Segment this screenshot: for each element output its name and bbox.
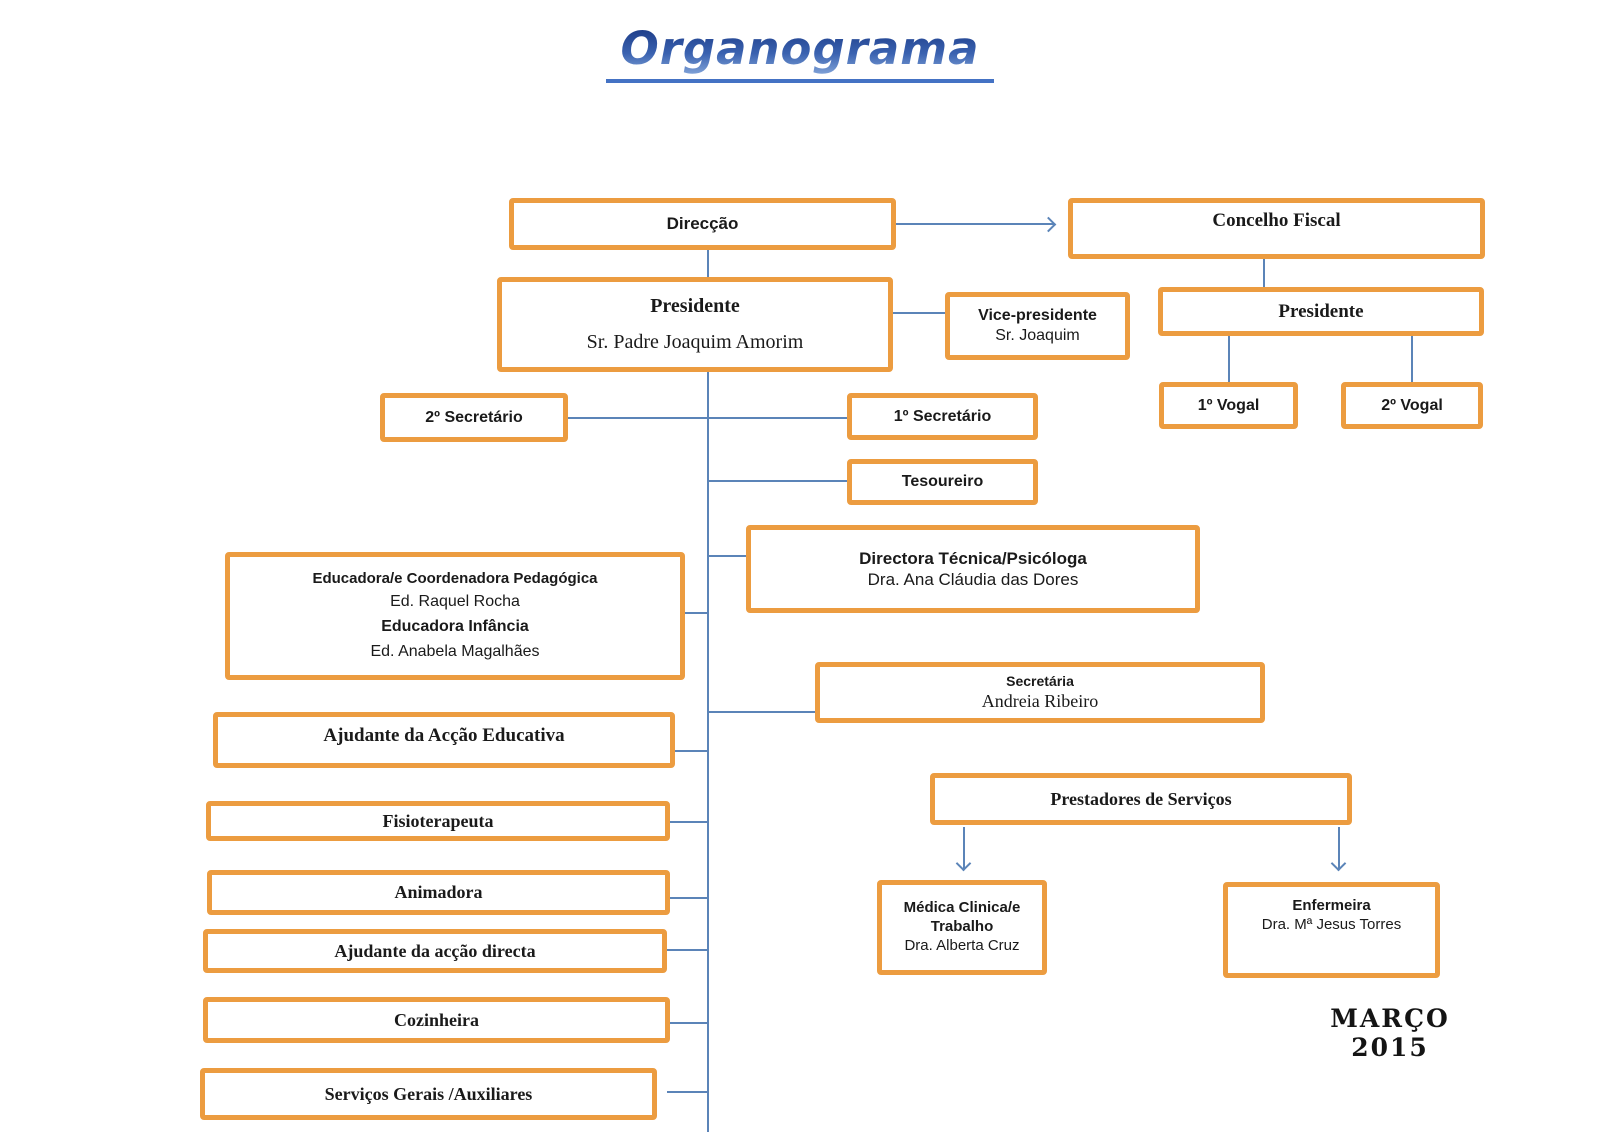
connector-secretaria — [707, 711, 816, 713]
box-label: Fisioterapeuta — [382, 810, 494, 831]
box-label-line-2: Trabalho — [930, 918, 994, 936]
arrowhead-down-left-icon — [955, 855, 972, 872]
box-label: Presidente — [650, 294, 740, 317]
box-vogal-2: 2º Vogal — [1341, 382, 1483, 429]
connector-presidente-vogal1 — [1228, 336, 1230, 382]
box-label: Presidente — [1278, 300, 1364, 322]
connector-prestadores-medica — [963, 827, 965, 869]
box-ajudante-educativa: Ajudante da Acção Educativa — [213, 712, 675, 768]
connector-ajudante-educativa — [675, 750, 708, 752]
box-label: Serviços Gerais /Auxiliares — [324, 1083, 533, 1104]
box-cozinheira: Cozinheira — [203, 997, 670, 1043]
connector-ajudante-directa — [667, 949, 708, 951]
box-person-name: Andreia Ribeiro — [981, 691, 1099, 711]
box-directora-tecnica: Directora Técnica/Psicóloga Dra. Ana Clá… — [746, 525, 1200, 613]
box-label: Vice-presidente — [978, 307, 1097, 324]
box-label: Ajudante da Acção Educativa — [323, 725, 565, 746]
box-label: Enfermeira — [1292, 897, 1371, 914]
connector-presidente-vogal2 — [1411, 336, 1413, 382]
box-label: 1º Secretário — [893, 407, 992, 425]
box-direccao: Direcção — [509, 198, 896, 250]
box-person-name-1: Ed. Raquel Rocha — [390, 593, 520, 611]
box-label: Secretária — [1006, 672, 1074, 689]
page-title-row: Organograma — [0, 22, 1600, 83]
box-label: Concelho Fiscal — [1212, 210, 1341, 231]
box-person-name: Dra. Mª Jesus Torres — [1261, 915, 1402, 933]
box-educadora: Educadora/e Coordenadora Pedagógica Ed. … — [225, 552, 685, 680]
connector-direccao-concelho — [896, 223, 1054, 225]
connector-concelho-presidente — [1263, 259, 1265, 287]
connector-directora — [707, 555, 747, 557]
box-fisioterapeuta: Fisioterapeuta — [206, 801, 670, 841]
box-person-name: Dra. Ana Cláudia das Dores — [867, 570, 1079, 589]
box-vice-presidente: Vice-presidente Sr. Joaquim — [945, 292, 1130, 360]
date-label: MARÇO 2015 — [1330, 1004, 1450, 1062]
box-label: Tesoureiro — [901, 473, 984, 490]
box-secretario-1: 1º Secretário — [847, 393, 1038, 440]
box-label: 2º Vogal — [1381, 396, 1443, 414]
box-person-name: Sr. Joaquim — [995, 327, 1080, 344]
page-title: Organograma — [606, 22, 994, 83]
connector-fisioterapeuta — [670, 821, 708, 823]
box-label: 1º Vogal — [1197, 396, 1260, 414]
box-presidente-fiscal: Presidente — [1158, 287, 1484, 336]
box-prestadores: Prestadores de Serviços — [930, 773, 1352, 825]
arrowhead-right-icon — [1040, 216, 1057, 233]
box-person-name: Sr. Padre Joaquim Amorim — [586, 331, 804, 354]
box-label: 2º Secretário — [425, 408, 523, 426]
box-servicos-gerais: Serviços Gerais /Auxiliares — [200, 1068, 657, 1120]
connector-animadora — [670, 897, 708, 899]
box-person-name-2: Ed. Anabela Magalhães — [370, 643, 540, 661]
connector-trunk — [707, 372, 709, 1132]
box-label: Ajudante da acção directa — [334, 940, 536, 961]
box-vogal-1: 1º Vogal — [1159, 382, 1298, 429]
box-label: Animadora — [394, 882, 483, 903]
box-label: Directora Técnica/Psicóloga — [859, 548, 1087, 568]
box-label: Prestadores de Serviços — [1050, 788, 1232, 809]
box-concelho-fiscal: Concelho Fiscal — [1068, 198, 1485, 259]
connector-tesoureiro — [707, 480, 847, 482]
connector-direccao-presidente — [707, 250, 709, 277]
connector-secretarios — [568, 417, 847, 419]
connector-servicos — [667, 1091, 708, 1093]
connector-prestadores-enfermeira — [1338, 827, 1340, 869]
box-label-role-1: Educadora/e Coordenadora Pedagógica — [312, 570, 598, 588]
box-label: Direcção — [666, 214, 739, 234]
box-person-name: Dra. Alberta Cruz — [904, 936, 1020, 954]
box-secretario-2: 2º Secretário — [380, 393, 568, 442]
box-secretaria: Secretária Andreia Ribeiro — [815, 662, 1265, 723]
box-animadora: Animadora — [207, 870, 670, 915]
box-presidente-direccao: Presidente Sr. Padre Joaquim Amorim — [497, 277, 893, 372]
connector-cozinheira — [670, 1022, 708, 1024]
box-label-line-1: Médica Clinica/e — [903, 899, 1021, 917]
box-medica: Médica Clinica/e Trabalho Dra. Alberta C… — [877, 880, 1047, 975]
box-label-role-2: Educadora Infância — [381, 618, 529, 636]
connector-educadora — [685, 612, 708, 614]
arrowhead-down-right-icon — [1330, 855, 1347, 872]
connector-presidente-vice — [893, 312, 945, 314]
box-enfermeira: Enfermeira Dra. Mª Jesus Torres — [1223, 882, 1440, 978]
box-tesoureiro: Tesoureiro — [847, 459, 1038, 505]
box-label: Cozinheira — [394, 1009, 479, 1030]
box-ajudante-directa: Ajudante da acção directa — [203, 929, 667, 973]
